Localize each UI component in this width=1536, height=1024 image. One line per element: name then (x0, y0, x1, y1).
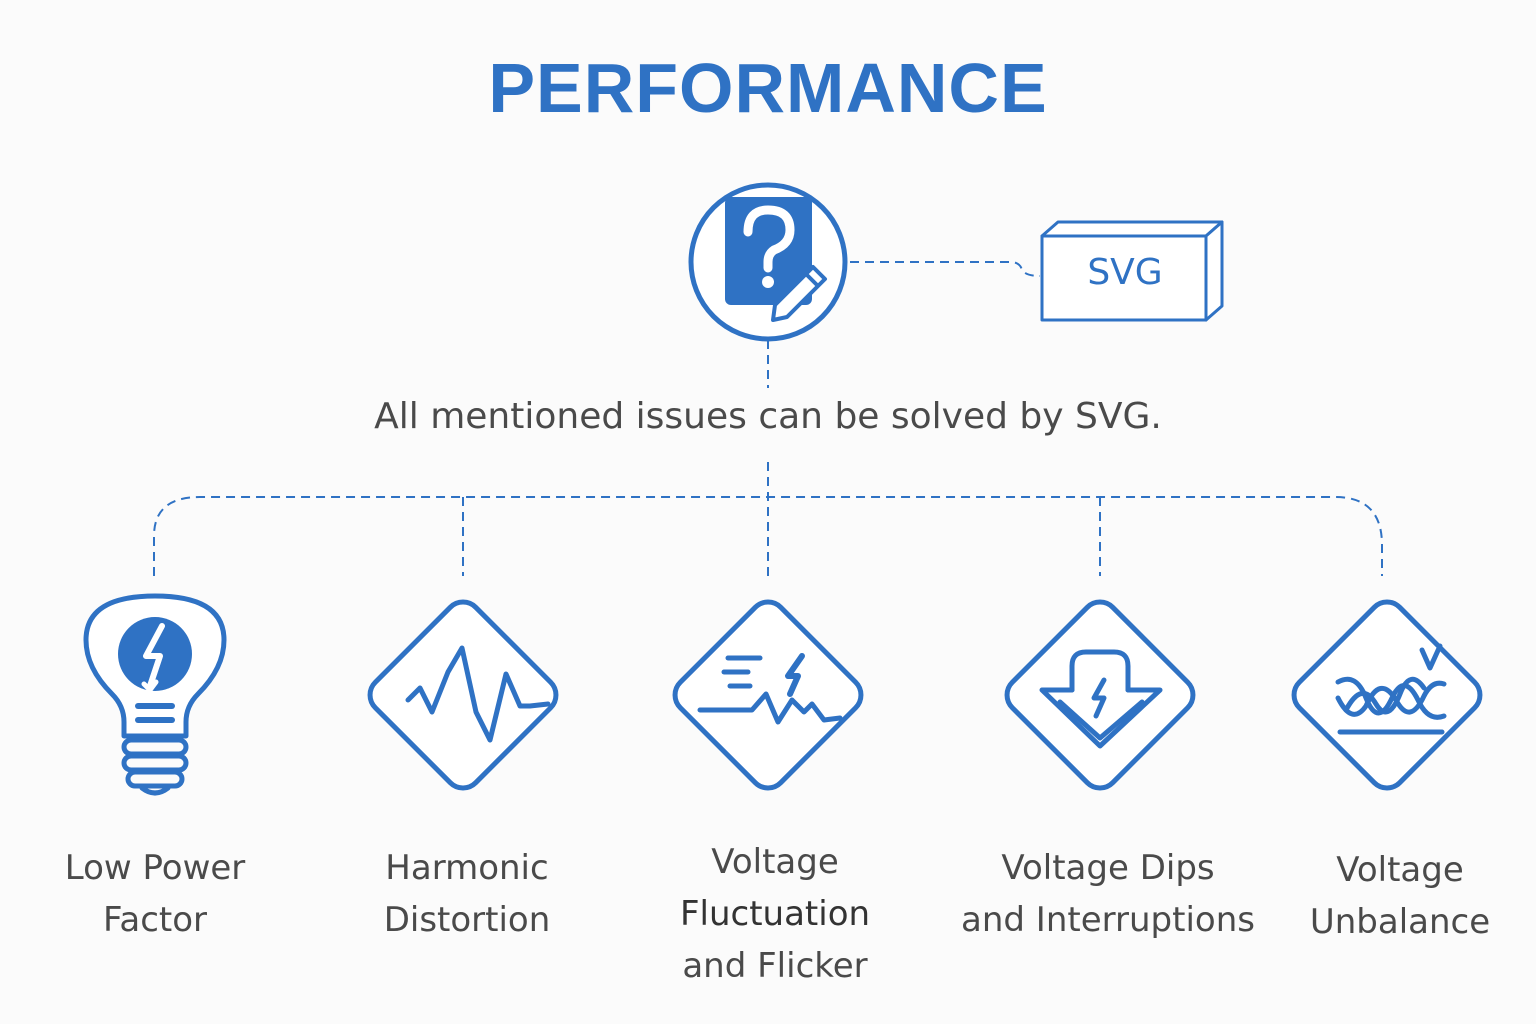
light-bulb-icon (83, 593, 227, 796)
caption-text: All mentioned issues can be solved by SV… (374, 396, 1162, 437)
label-voltage-fluctuation-flicker: Voltage Fluctuation and Flicker (650, 836, 900, 992)
label-line: Voltage Dips (1001, 848, 1215, 888)
voltage-unbalance-icon (1291, 599, 1483, 791)
svg-solution-box (1040, 220, 1224, 322)
question-document-icon (688, 182, 848, 342)
label-line: and Flicker (682, 946, 868, 986)
label-line: Voltage (1336, 850, 1464, 890)
connectors (153, 261, 1383, 576)
harmonic-wave-icon (367, 599, 559, 791)
label-line: Factor (102, 900, 208, 940)
connector-center-to-svg-box (850, 261, 1041, 277)
label-line: Voltage (711, 842, 839, 882)
label-voltage-unbalance: Voltage Unbalance (1290, 844, 1510, 948)
voltage-flicker-icon (672, 599, 864, 791)
label-line: Low Power (64, 848, 246, 888)
page-title: PERFORMANCE (488, 49, 1048, 127)
label-line: and Interruptions (961, 900, 1255, 940)
label-line: Harmonic (385, 848, 549, 888)
label-line: Fluctuation (679, 894, 871, 934)
svg-box-label: SVG (1087, 252, 1163, 293)
label-harmonic-distortion: Harmonic Distortion (356, 842, 578, 946)
voltage-dip-icon (1004, 599, 1196, 791)
label-low-power-factor: Low Power Factor (44, 842, 266, 946)
label-line: Unbalance (1309, 902, 1491, 942)
label-voltage-dips-interruptions: Voltage Dips and Interruptions (950, 842, 1266, 946)
label-line: Distortion (383, 900, 551, 940)
